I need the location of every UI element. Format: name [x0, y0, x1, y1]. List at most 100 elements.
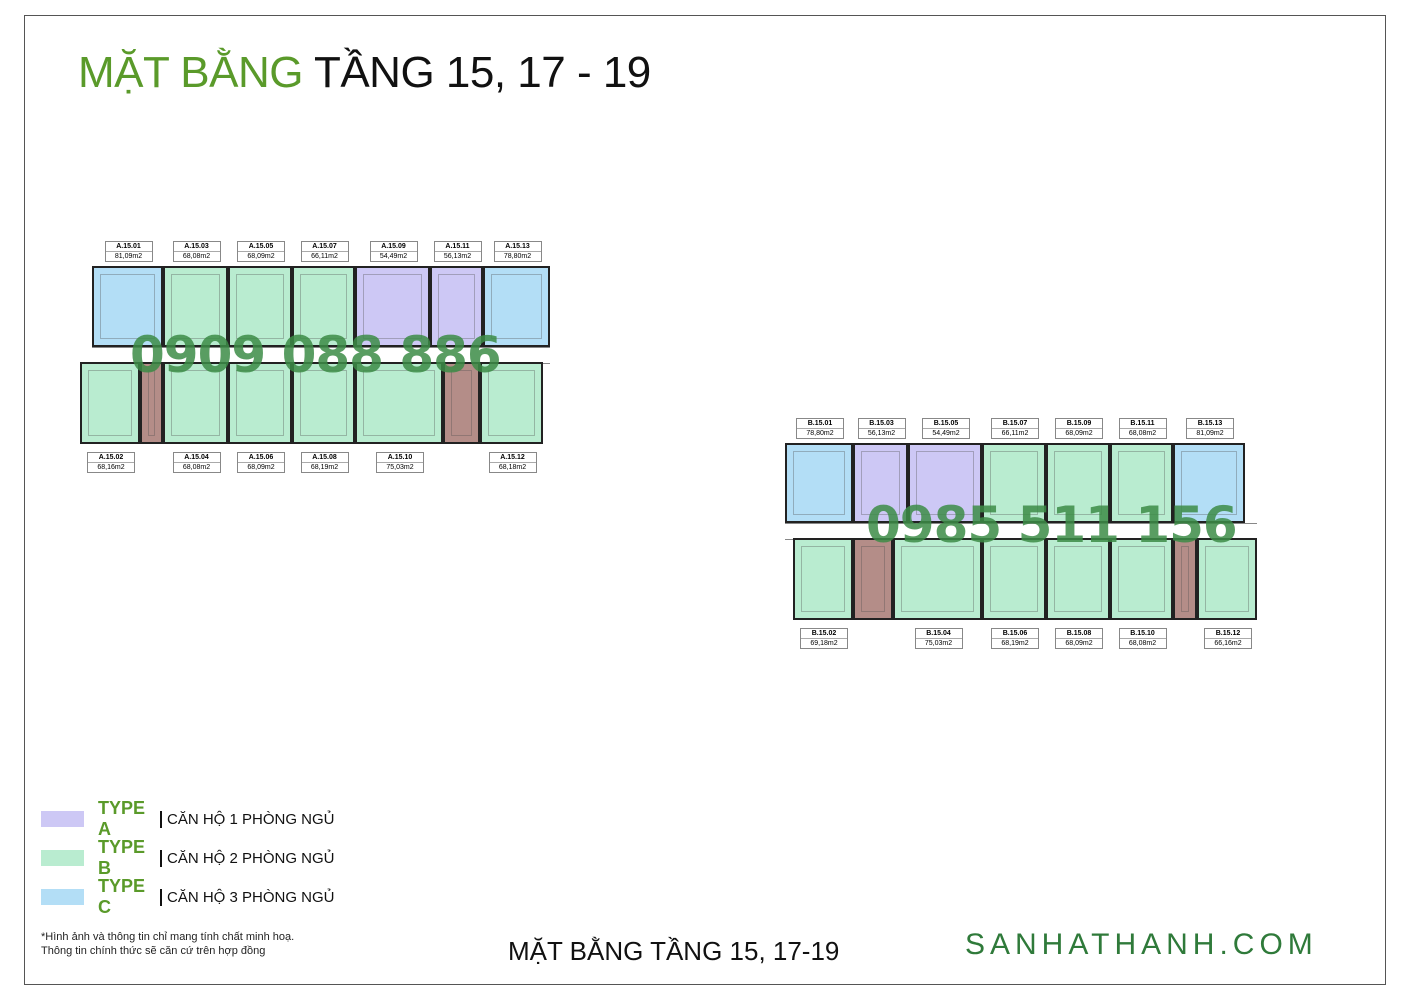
unit-area: 54,49m2 — [379, 253, 408, 260]
apartment-unit[interactable] — [982, 443, 1046, 523]
title-black: TẦNG 15, 17 - 19 — [313, 48, 651, 97]
unit-id: B.15.05 — [923, 419, 969, 429]
apartment-unit[interactable] — [908, 443, 982, 523]
apartment-unit[interactable] — [228, 266, 292, 347]
unit-area: 78,80m2 — [503, 253, 532, 260]
legend-desc: CĂN HỘ 2 PHÒNG NGỦ — [160, 849, 335, 867]
apartment-unit[interactable] — [355, 266, 430, 347]
apartment-unit[interactable] — [480, 362, 543, 444]
legend-desc: CĂN HỘ 3 PHÒNG NGỦ — [160, 888, 335, 906]
title-green: MẶT BẰNG — [78, 48, 304, 97]
page-title: MẶT BẰNG TẦNG 15, 17 - 19 — [78, 48, 651, 98]
unit-area: 81,09m2 — [1196, 430, 1224, 437]
unit-area: 68,09m2 — [247, 464, 275, 471]
legend-type: TYPE B — [98, 837, 146, 878]
apartment-unit[interactable] — [1110, 538, 1173, 620]
apartment-unit[interactable] — [80, 362, 140, 444]
apartment-unit[interactable] — [1046, 443, 1110, 523]
unit-id: A.15.03 — [173, 242, 220, 252]
unit-area: 68,08m2 — [182, 464, 211, 471]
apartment-unit[interactable] — [1046, 538, 1110, 620]
legend-desc: CĂN HỘ 1 PHÒNG NGỦ — [160, 810, 335, 828]
unit-area: 66,11m2 — [1001, 430, 1029, 437]
website-link[interactable]: SANHATHANH.COM — [965, 928, 1318, 961]
unit-area: 68,19m2 — [1001, 640, 1029, 647]
unit-id: A.15.06 — [238, 453, 284, 463]
legend-swatch — [41, 850, 84, 866]
unit-id: B.15.01 — [797, 419, 843, 429]
apartment-unit[interactable] — [893, 538, 982, 620]
apartment-unit[interactable] — [92, 266, 163, 347]
note-line-1: *Hình ảnh và thông tin chỉ mang tính chấ… — [41, 931, 295, 943]
unit-id: B.15.06 — [992, 629, 1038, 639]
apartment-unit[interactable] — [430, 266, 483, 347]
unit-area: 56,13m2 — [867, 430, 896, 437]
unit-area: 66,11m2 — [311, 253, 338, 260]
stair-core — [1173, 538, 1197, 620]
stair-core — [140, 362, 163, 444]
apartment-unit[interactable] — [1110, 443, 1173, 523]
unit-id: A.15.07 — [301, 242, 348, 252]
unit-id: B.15.13 — [1187, 419, 1233, 429]
apartment-unit[interactable] — [355, 362, 443, 444]
unit-area: 68,09m2 — [1065, 430, 1093, 437]
unit-id: A.15.01 — [105, 242, 152, 252]
apartment-unit[interactable] — [982, 538, 1046, 620]
unit-id: A.15.05 — [238, 242, 284, 252]
unit-area: 68,19m2 — [310, 464, 339, 471]
apartment-unit[interactable] — [483, 266, 550, 347]
legend-type-b: TYPE B CĂN HỘ 2 PHÒNG NGỦ — [41, 837, 335, 878]
stair-core — [443, 362, 480, 444]
unit-area: 69,18m2 — [810, 640, 838, 647]
unit-id: A.15.08 — [301, 453, 348, 463]
apartment-unit[interactable] — [228, 362, 292, 444]
unit-area: 75,03m2 — [924, 640, 953, 647]
note-line-2: Thông tin chính thức sẽ căn cứ trên hợp … — [41, 945, 266, 957]
unit-id: A.15.12 — [489, 453, 536, 463]
legend-type: TYPE A — [98, 798, 146, 839]
unit-area: 66,16m2 — [1214, 640, 1242, 647]
disclaimer-note: *Hình ảnh và thông tin chỉ mang tính chấ… — [41, 930, 294, 958]
unit-area: 68,08m2 — [1128, 430, 1157, 437]
unit-area: 68,18m2 — [498, 464, 527, 471]
apartment-unit[interactable] — [785, 443, 853, 523]
apartment-unit[interactable] — [1173, 443, 1245, 523]
unit-area: 56,13m2 — [443, 253, 472, 260]
unit-id: A.15.11 — [434, 242, 481, 252]
unit-id: B.15.10 — [1119, 629, 1166, 639]
unit-id: B.15.09 — [1056, 419, 1102, 429]
apartment-unit[interactable] — [163, 362, 228, 444]
apartment-unit[interactable] — [292, 362, 355, 444]
legend-type-c: TYPE C CĂN HỘ 3 PHÒNG NGỦ — [41, 876, 335, 917]
apartment-unit[interactable] — [292, 266, 355, 347]
legend-type-a: TYPE A CĂN HỘ 1 PHÒNG NGỦ — [41, 798, 335, 839]
apartment-unit[interactable] — [853, 443, 908, 523]
apartment-unit[interactable] — [1197, 538, 1257, 620]
unit-id: B.15.08 — [1056, 629, 1102, 639]
footer-title: MẶT BẰNG TẦNG 15, 17-19 — [508, 936, 840, 966]
apartment-unit[interactable] — [163, 266, 228, 347]
apartment-unit[interactable] — [793, 538, 853, 620]
unit-area: 68,08m2 — [1128, 640, 1157, 647]
unit-id: A.15.10 — [377, 453, 423, 463]
unit-id: B.15.04 — [915, 629, 962, 639]
unit-area: 68,09m2 — [1065, 640, 1093, 647]
legend-swatch — [41, 811, 84, 827]
